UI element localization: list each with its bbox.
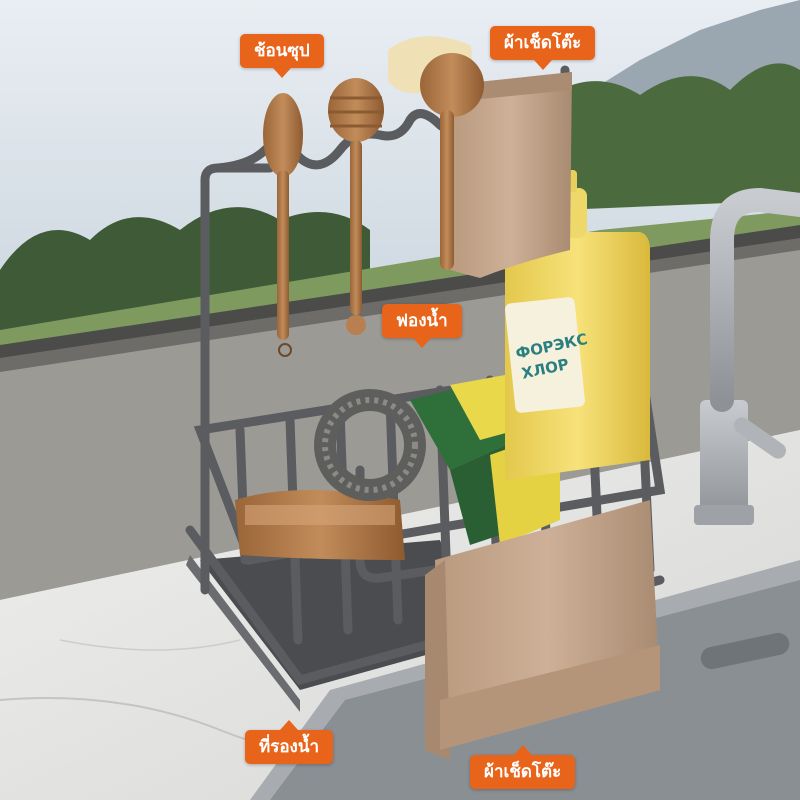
wooden-spoon-head <box>263 93 303 177</box>
dish-towel-top <box>450 72 572 278</box>
honey-dipper-head <box>328 78 384 142</box>
sink-overflow <box>700 632 790 670</box>
dish-brush-handle <box>440 110 454 270</box>
callout-towel-bottom: ผ้าเช็ดโต๊ะ <box>470 745 576 789</box>
wooden-spoon-handle <box>277 170 289 340</box>
callout-drip-tray: ที่รองน้ำ <box>245 720 334 764</box>
faucet-spout <box>710 187 800 412</box>
dish-brush-head <box>420 53 484 117</box>
callout-soup-spoon: ช้อนซุป <box>240 34 324 78</box>
callout-towel-top: ผ้าเช็ดโต๊ะ <box>490 26 596 70</box>
trees-right <box>560 63 800 211</box>
faucet-handle <box>733 417 787 459</box>
bottle-label <box>505 297 585 413</box>
callout-sponge: ฟองน้ำ <box>382 304 462 348</box>
honey-dipper-handle <box>350 140 362 315</box>
